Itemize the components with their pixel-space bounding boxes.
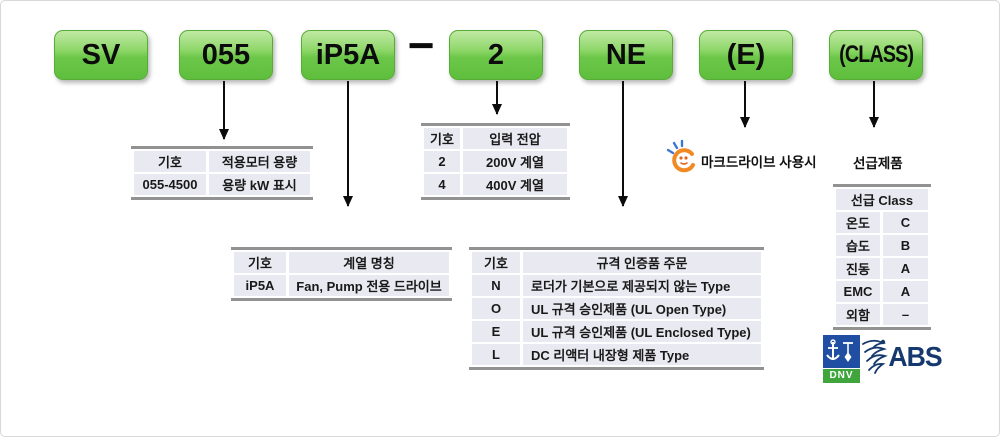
table-cell: 온도 — [836, 212, 880, 233]
table-cell: 기호 — [424, 128, 460, 149]
emark-icon — [666, 139, 695, 173]
table-cell: A — [883, 258, 928, 279]
table-cell: 200V 계열 — [463, 151, 567, 172]
table-cell: 기호 — [472, 252, 520, 273]
table-cell: 입력 전압 — [463, 128, 567, 149]
model-box-capacity: 055 — [179, 30, 273, 80]
table-cell: O — [472, 298, 520, 319]
model-box-voltage: 2 — [449, 30, 543, 80]
table-cell: EMC — [836, 281, 880, 302]
table-cell: 기호 — [234, 252, 286, 273]
hyphen-separator: − — [407, 19, 435, 71]
model-box-class-label: (CLASS) — [838, 41, 914, 68]
table-cell: 용량 kW 표시 — [209, 174, 310, 195]
model-box-emark: (E) — [699, 30, 793, 80]
table-cell: 외함 — [836, 304, 880, 325]
table-cell: 2 — [424, 151, 460, 172]
table-cell: C — [883, 212, 928, 233]
table-cell: E — [472, 321, 520, 342]
abs-label: ABS — [888, 341, 942, 372]
table-cell: A — [883, 281, 928, 302]
abs-logo: ABS — [859, 336, 943, 378]
model-box-sv: SV — [54, 30, 148, 80]
table-cell: 습도 — [836, 235, 880, 256]
table-cell: L — [472, 344, 520, 365]
table-cell: iP5A — [234, 275, 286, 296]
table-cell: 진동 — [836, 258, 880, 279]
table-cell: 4 — [424, 174, 460, 195]
table-cell: DC 리액터 내장형 제품 Type — [523, 344, 761, 365]
table-cell: UL 규격 승인제품 (UL Enclosed Type) — [523, 321, 761, 342]
table-cell: 계열 명칭 — [289, 252, 449, 273]
model-box-class: (CLASS) — [829, 30, 923, 80]
table-cell: 선급 Class — [836, 189, 928, 210]
abs-eagle-icon — [862, 339, 888, 374]
table-cell: 로더가 기본으로 제공되지 않는 Type — [523, 275, 761, 296]
table-cell: 적용모터 용량 — [209, 151, 310, 172]
dnv-emblem-icon — [823, 335, 860, 368]
table-cell: Fan, Pump 전용 드라이브 — [289, 275, 449, 296]
table-cell: B — [883, 235, 928, 256]
model-box-cert: NE — [579, 30, 673, 80]
model-box-series: iP5A — [301, 30, 395, 80]
emark-note-label: 마크드라이브 사용시 — [701, 155, 817, 170]
dnv-logo: DNV — [823, 335, 860, 383]
table-cell: UL 규격 승인제품 (UL Open Type) — [523, 298, 761, 319]
table-cell: 규격 인증품 주문 — [523, 252, 761, 273]
table-cell: 기호 — [134, 151, 206, 172]
table-cell: – — [883, 304, 928, 325]
table-cell: N — [472, 275, 520, 296]
ship-class-title: 선급제품 — [853, 156, 903, 171]
table-cell: 055-4500 — [134, 174, 206, 195]
table-cell: 400V 계열 — [463, 174, 567, 195]
dnv-label: DNV — [823, 369, 860, 383]
